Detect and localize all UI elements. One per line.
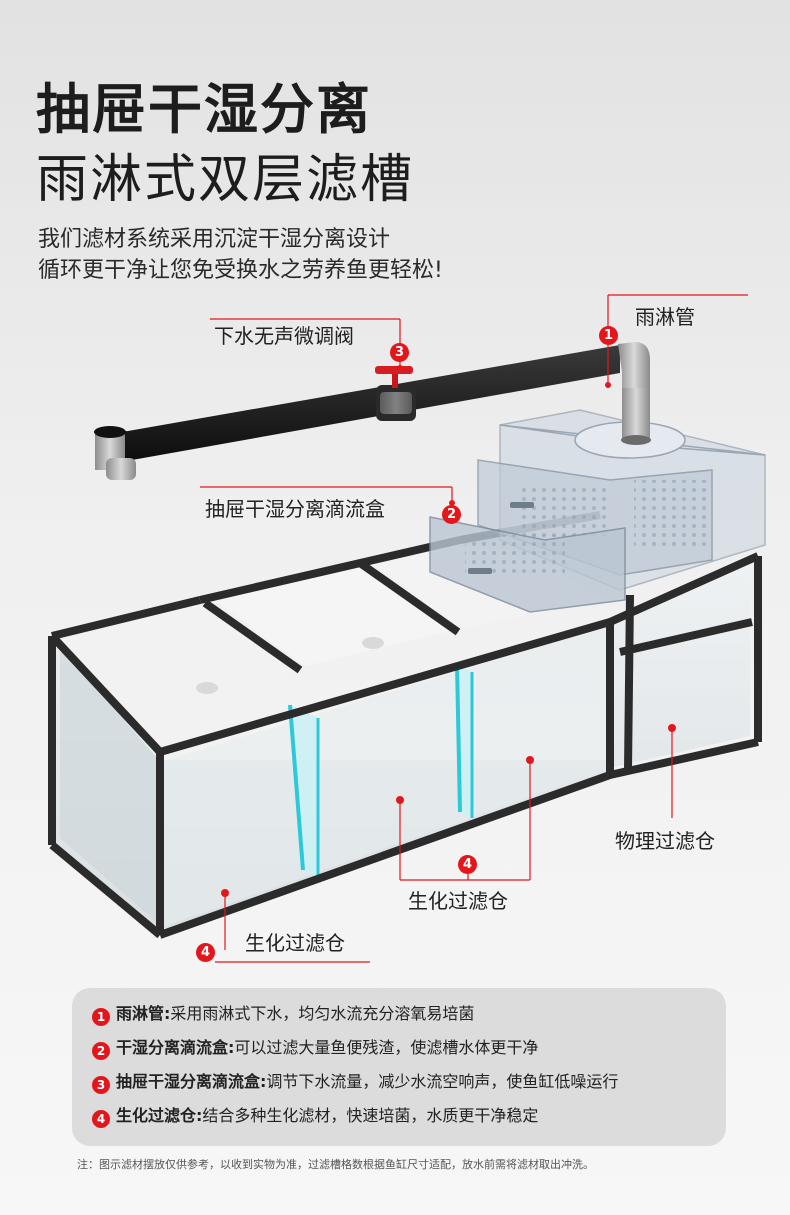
leader-lines xyxy=(200,294,748,963)
divider-plates xyxy=(288,664,474,880)
callout-valve-number: 3 xyxy=(390,343,409,362)
tank-glass xyxy=(52,560,750,930)
legend-item-2: 2 干湿分离滴流盒:可以过滤大量鱼便残渣，使滤槽水体更干净 xyxy=(92,1037,538,1060)
legend-number: 1 xyxy=(92,1008,110,1026)
legend-title: 雨淋管: xyxy=(116,1004,171,1023)
legend-panel xyxy=(72,988,726,1146)
legend-title: 干湿分离滴流盒: xyxy=(116,1038,235,1057)
callout-bio-left-label: 生化过滤仓 xyxy=(245,931,345,955)
legend-number: 3 xyxy=(92,1076,110,1094)
description-line-1: 我们滤材系统采用沉淀干湿分离设计 xyxy=(38,227,391,252)
legend-title: 抽屉干湿分离滴流盒: xyxy=(116,1072,267,1091)
legend-item-3: 3 抽屉干湿分离滴流盒:调节下水流量，减少水流空响声，使鱼缸低噪运行 xyxy=(92,1071,618,1094)
legend-number: 2 xyxy=(92,1042,110,1060)
page-title: 抽屉干湿分离 xyxy=(36,78,372,141)
description-line-2: 循环更干净让您免受换水之劳养鱼更轻松! xyxy=(38,258,443,283)
callout-bio-center-label: 生化过滤仓 xyxy=(408,889,508,913)
legend-text: 结合多种生化滤材，快速培菌，水质更干净稳定 xyxy=(202,1106,539,1125)
callout-physical-filter-label: 物理过滤仓 xyxy=(615,829,715,853)
rain-pipe xyxy=(94,342,651,480)
callout-valve-label: 下水无声微调阀 xyxy=(214,324,354,348)
valve xyxy=(375,366,416,421)
leader-dots xyxy=(221,365,676,897)
legend-text: 调节下水流量，减少水流空响声，使鱼缸低噪运行 xyxy=(266,1072,619,1091)
tank-frame xyxy=(48,511,762,939)
legend-item-4: 4 生化过滤仓:结合多种生化滤材，快速培菌，水质更干净稳定 xyxy=(92,1105,538,1128)
legend-number: 4 xyxy=(92,1110,110,1128)
legend-text: 可以过滤大量鱼便残渣，使滤槽水体更干净 xyxy=(234,1038,539,1057)
callout-drip-box-label: 抽屉干湿分离滴流盒 xyxy=(205,497,385,521)
legend-text: 采用雨淋式下水，均匀水流充分溶氧易培菌 xyxy=(170,1004,475,1023)
callout-bio-left-number: 4 xyxy=(196,943,215,962)
callout-drip-box-number: 2 xyxy=(442,505,461,524)
callout-rain-pipe-number: 1 xyxy=(599,326,618,345)
legend-title: 生化过滤仓: xyxy=(116,1106,203,1125)
page-subtitle: 雨淋式双层滤槽 xyxy=(36,150,415,210)
legend-item-1: 1 雨淋管:采用雨淋式下水，均匀水流充分溶氧易培菌 xyxy=(92,1003,474,1026)
footnote: 注：图示滤材摆放仅供参考，以收到实物为准，过滤槽格数根据鱼缸尺寸适配，放水前需将… xyxy=(77,1158,594,1171)
callout-rain-pipe-label: 雨淋管 xyxy=(635,305,695,329)
callout-bio-center-number: 4 xyxy=(458,855,477,874)
